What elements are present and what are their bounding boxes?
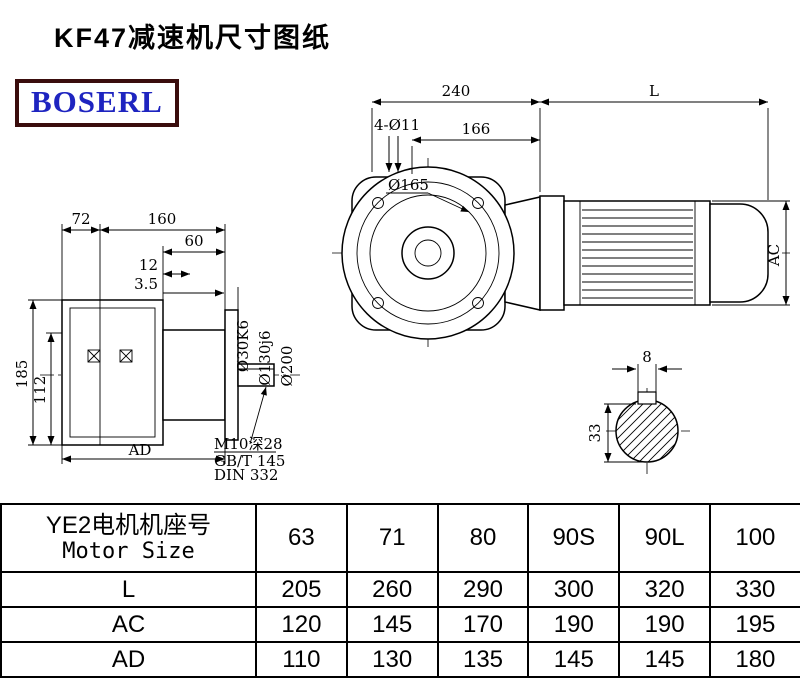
cell-L-71: 260 [345,571,439,608]
motor-size-header-cn: YE2电机机座号 [45,511,212,539]
technical-drawing: 72 160 60 12 3.5 185 112 AD Ø30K6 Ø130j6… [13,82,790,484]
row-label-AC: AC [0,606,257,643]
dim-spigot-diameter: Ø130j6 [256,330,274,385]
dim-72: 72 [71,210,90,228]
dim-flange-circle: Ø165 [388,176,429,194]
cell-AC-90s: 190 [527,606,621,643]
dim-bolt-holes: 4-Ø11 [374,116,420,134]
table-header-row: YE2电机机座号 Motor Size 63 71 80 90S 90L 100 [0,503,800,573]
motor-size-header-cell: YE2电机机座号 Motor Size [0,503,257,573]
dim-240: 240 [442,82,471,100]
gearbox-housing-side [61,299,275,446]
dim-112: 112 [31,376,49,405]
size-col-71: 71 [345,503,439,573]
side-view-notes: M10深28 GB/T 145 DIN 332 [214,386,285,484]
row-label-AD: AD [0,641,257,678]
note-standard-gbt: GB/T 145 [214,452,285,470]
size-col-63: 63 [255,503,348,573]
cell-AD-100: 180 [708,641,800,678]
cell-AD-71: 130 [345,641,439,678]
cell-AC-80: 170 [436,606,530,643]
table-row-AD: AD 110 130 135 145 145 180 [0,641,800,678]
shaft-section-view: 8 33 [586,348,690,474]
cell-AD-90s: 145 [527,641,621,678]
cell-AD-90l: 145 [618,641,711,678]
cell-AC-63: 120 [255,606,348,643]
shaft-hatching [616,400,678,462]
cell-AC-100: 195 [708,606,800,643]
size-col-100: 100 [708,503,800,573]
dim-166: 166 [462,120,491,138]
cell-AC-90l: 190 [618,606,711,643]
size-col-90s: 90S [527,503,621,573]
motor-size-table: YE2电机机座号 Motor Size 63 71 80 90S 90L 100… [0,503,800,678]
dim-185: 185 [13,360,31,389]
cell-L-90l: 320 [618,571,711,608]
dim-3-5: 3.5 [134,275,158,293]
dim-12: 12 [139,256,158,274]
dim-160: 160 [148,210,177,228]
brand-logo-text: BOSERL [31,84,163,119]
dim-AC: AC [765,244,783,267]
front-view-dimensions: 240 L 4-Ø11 166 Ø165 AC [371,82,790,306]
front-view: 240 L 4-Ø11 166 Ø165 AC [332,82,790,348]
dim-key-height: 33 [586,423,604,442]
row-label-L: L [0,571,257,608]
cell-L-100: 330 [708,571,800,608]
table-row-L: L 205 260 290 300 320 330 [0,571,800,608]
table-row-AC: AC 120 145 170 190 190 195 [0,606,800,643]
motor-size-header-en: Motor Size [62,539,195,565]
dim-key-width: 8 [642,348,652,366]
cell-L-90s: 300 [527,571,621,608]
motor-body [539,195,769,311]
cell-AD-80: 135 [436,641,530,678]
cell-AD-63: 110 [255,641,348,678]
keyway-slot [637,391,657,405]
cell-AC-71: 145 [345,606,439,643]
dim-shaft-diameter: Ø30K6 [234,320,252,372]
dim-L: L [649,82,659,100]
motor-cooling-fins [582,209,693,299]
gearbox-flange-front [341,166,541,340]
cell-L-80: 290 [436,571,530,608]
side-view: 72 160 60 12 3.5 185 112 AD Ø30K6 Ø130j6… [13,210,300,484]
size-col-90l: 90L [618,503,711,573]
size-col-80: 80 [436,503,530,573]
cell-L-63: 205 [255,571,348,608]
dim-flange-diameter: Ø200 [278,346,296,387]
brand-logo: BOSERL [15,79,179,127]
motor-fan-cover [709,203,769,303]
side-view-dimensions: 72 160 60 12 3.5 185 112 AD Ø30K6 Ø130j6… [13,210,296,464]
note-standard-din: DIN 332 [214,466,278,484]
page-title: KF47减速机尺寸图纸 [54,23,332,53]
dim-AD: AD [128,441,152,459]
dim-60: 60 [184,232,203,250]
note-tap-hole: M10深28 [214,435,283,453]
shaft-section-dimensions: 8 33 [586,348,682,463]
